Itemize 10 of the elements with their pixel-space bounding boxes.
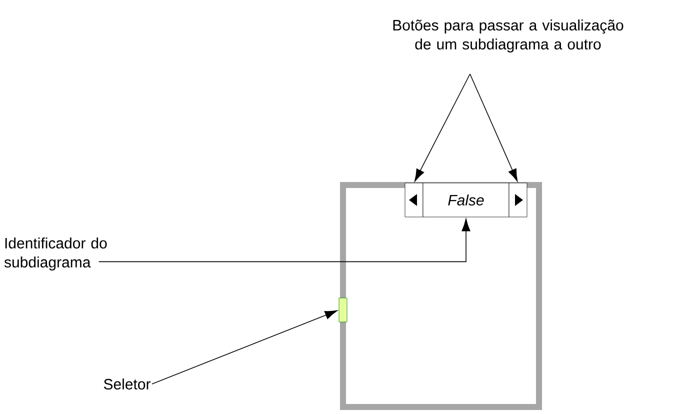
caption-text: Botões para passar a visualização de um subdiagrama a outro bbox=[393, 20, 624, 52]
arrow bbox=[152, 310, 338, 384]
decrement-button bbox=[404, 182, 424, 218]
arrow bbox=[98, 218, 470, 262]
label-text: Seletor bbox=[104, 378, 150, 390]
label-text: Identificador do subdiagrama bbox=[4, 238, 107, 270]
arrow bbox=[414, 74, 470, 182]
arrow bbox=[470, 74, 518, 182]
selector-terminal bbox=[338, 298, 348, 322]
increment-button bbox=[508, 182, 528, 218]
